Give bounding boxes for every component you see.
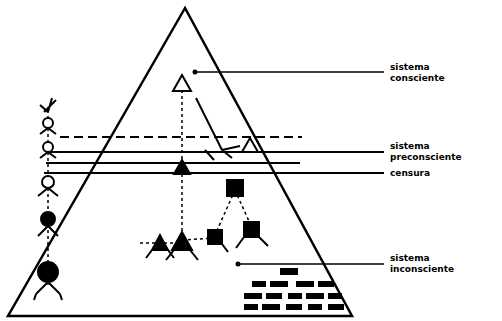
layer-label: sistema preconsciente bbox=[390, 141, 478, 163]
small-marks bbox=[244, 268, 344, 310]
leader-lines bbox=[195, 72, 384, 264]
neuron-column bbox=[34, 98, 62, 300]
layer-label: sistema inconsciente bbox=[390, 253, 478, 275]
leader-dots bbox=[193, 70, 241, 267]
element-links bbox=[48, 90, 252, 285]
layer-label: sistema consciente bbox=[390, 62, 478, 84]
pyramid-outline bbox=[8, 8, 352, 316]
neuron-triangles bbox=[146, 75, 258, 260]
layer-lines bbox=[44, 137, 384, 173]
neuron-squares bbox=[208, 180, 268, 252]
layer-label: censura bbox=[390, 168, 478, 179]
